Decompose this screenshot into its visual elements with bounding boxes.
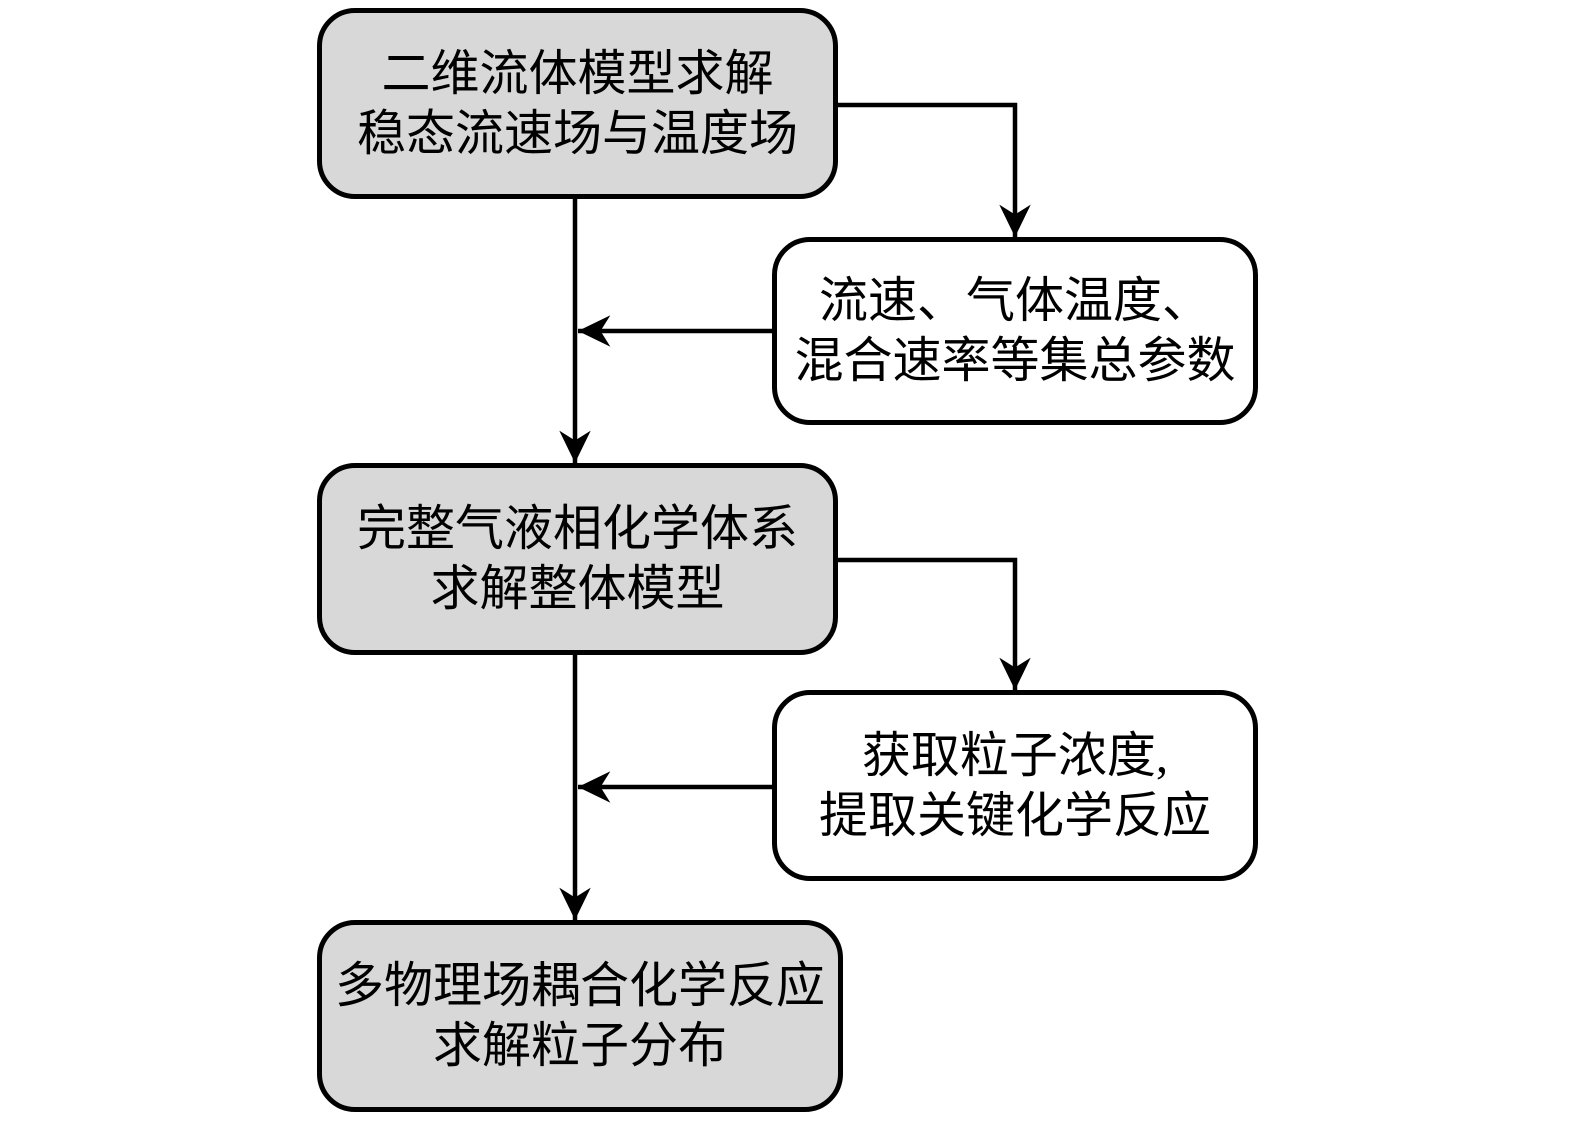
node-full-chemistry-line1: 完整气液相化学体系: [356, 501, 798, 556]
node-full-chemistry: 完整气液相化学体系 求解整体模型: [317, 463, 838, 655]
connector-chemistry-to-extract: [838, 557, 1031, 691]
node-particle-extract: 获取粒子浓度, 提取关键化学反应: [772, 690, 1258, 881]
node-multiphysics-line1: 多物理场耦合化学反应: [334, 958, 825, 1013]
node-fluid-model-line1: 二维流体模型求解: [381, 45, 774, 101]
connector-fluid-to-lumped: [838, 102, 1031, 238]
node-lumped-params-line2: 混合速率等集总参数: [794, 333, 1236, 388]
node-full-chemistry-line2: 求解整体模型: [430, 561, 725, 616]
node-fluid-model: 二维流体模型求解 稳态流速场与温度场: [317, 8, 838, 199]
node-multiphysics: 多物理场耦合化学反应 求解粒子分布: [317, 920, 843, 1112]
node-multiphysics-line2: 求解粒子分布: [432, 1018, 727, 1073]
node-particle-extract-line2: 提取关键化学反应: [818, 787, 1211, 843]
node-lumped-params-line1: 流速、气体温度、: [818, 273, 1211, 328]
node-lumped-params: 流速、气体温度、 混合速率等集总参数: [772, 237, 1258, 425]
node-fluid-model-line2: 稳态流速场与温度场: [356, 105, 798, 161]
node-particle-extract-line1: 获取粒子浓度,: [861, 727, 1169, 783]
